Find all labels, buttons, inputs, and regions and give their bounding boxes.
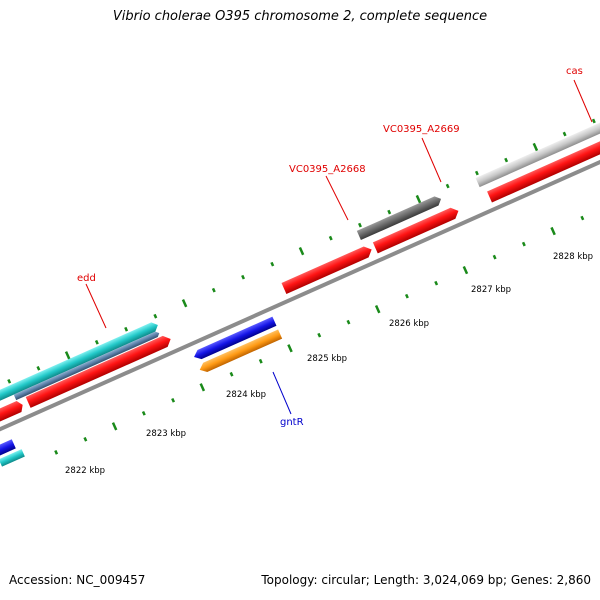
gene-feature[interactable] bbox=[0, 399, 25, 425]
tick-mark bbox=[591, 118, 596, 124]
tick-mark bbox=[199, 383, 206, 392]
gene-feature[interactable] bbox=[192, 316, 277, 362]
tick-mark bbox=[434, 280, 439, 286]
tick-mark bbox=[328, 235, 333, 241]
tick-mark bbox=[404, 293, 409, 299]
tick-mark bbox=[153, 313, 158, 319]
forward-strand-features bbox=[0, 136, 600, 425]
kbp-label: 2823 kbp bbox=[146, 429, 186, 439]
reverse-strand-features bbox=[0, 316, 283, 467]
tick-mark bbox=[111, 422, 118, 431]
tick-mark bbox=[211, 287, 216, 293]
outer-tick-row bbox=[7, 118, 596, 384]
tick-mark bbox=[346, 319, 351, 325]
sequence-summary: Topology: circular; Length: 3,024,069 bp… bbox=[261, 573, 591, 587]
gene-cas-feature[interactable] bbox=[487, 136, 600, 203]
label-leader-line bbox=[573, 79, 593, 123]
kbp-label: 2827 kbp bbox=[471, 285, 511, 295]
gene-edd-cyan-feature[interactable] bbox=[0, 320, 160, 407]
label-leader-line bbox=[325, 175, 349, 221]
gene-cas-gray-feature[interactable] bbox=[475, 121, 600, 188]
tick-mark bbox=[474, 170, 479, 176]
kbp-label: 2826 kbp bbox=[389, 319, 429, 329]
gene-label-vc0395-a2668[interactable]: VC0395_A2668 bbox=[289, 164, 366, 175]
gene-label-cas[interactable]: cas bbox=[566, 66, 583, 77]
backbone bbox=[0, 123, 600, 470]
label-leader-line bbox=[272, 371, 292, 415]
tick-mark bbox=[141, 410, 146, 416]
kbp-label: 2824 kbp bbox=[226, 390, 266, 400]
steel-feature[interactable] bbox=[13, 330, 161, 401]
tick-mark bbox=[124, 326, 129, 332]
gene-gntr-feature[interactable] bbox=[198, 329, 283, 374]
tick-mark bbox=[287, 344, 293, 353]
kbp-label: 2825 kbp bbox=[307, 354, 347, 364]
tick-mark bbox=[317, 332, 322, 338]
kbp-label: 2822 kbp bbox=[65, 466, 105, 476]
label-leader-line bbox=[421, 137, 442, 183]
tick-mark bbox=[64, 351, 71, 360]
tick-mark bbox=[54, 450, 59, 455]
tick-mark bbox=[504, 157, 509, 163]
inner-tick-row bbox=[54, 215, 585, 455]
gene-edd-feature[interactable] bbox=[25, 333, 173, 408]
gene-vc0395-a2668-feature[interactable] bbox=[281, 244, 375, 295]
tick-mark bbox=[7, 378, 12, 384]
tick-mark bbox=[83, 437, 88, 442]
tick-mark bbox=[181, 299, 188, 308]
tick-mark bbox=[521, 241, 526, 247]
tick-mark bbox=[298, 246, 305, 256]
tick-mark bbox=[171, 397, 176, 403]
tick-mark bbox=[550, 226, 556, 236]
tick-mark bbox=[445, 183, 450, 189]
tick-mark bbox=[36, 365, 41, 371]
tick-mark bbox=[580, 215, 585, 221]
tick-mark bbox=[387, 209, 392, 215]
tick-mark bbox=[532, 142, 539, 152]
tick-mark bbox=[358, 222, 362, 228]
gene-vc0395-a2669-feature[interactable] bbox=[356, 194, 443, 241]
map-title: Vibrio cholerae O395 chromosome 2, compl… bbox=[112, 9, 488, 24]
gene-feature[interactable] bbox=[0, 449, 25, 467]
kbp-labels: 2822 kbp 2823 kbp 2824 kbp 2825 kbp 2826… bbox=[65, 252, 593, 476]
tick-mark bbox=[415, 194, 422, 204]
gene-label-edd[interactable]: edd bbox=[77, 273, 96, 284]
kbp-label: 2828 kbp bbox=[553, 252, 593, 262]
top-strand-features bbox=[0, 121, 600, 407]
tick-mark bbox=[562, 131, 567, 137]
gene-labels: edd VC0395_A2668 VC0395_A2669 cas gntR bbox=[77, 66, 593, 428]
tick-mark bbox=[229, 371, 234, 377]
gene-feature[interactable] bbox=[0, 439, 16, 457]
gene-vc0395-a2669-red-feature[interactable] bbox=[372, 205, 461, 254]
tick-mark bbox=[241, 274, 246, 280]
tick-mark bbox=[374, 305, 381, 314]
tick-mark bbox=[270, 261, 275, 267]
tick-mark bbox=[462, 265, 469, 275]
gene-label-gntr[interactable]: gntR bbox=[280, 417, 304, 428]
tick-mark bbox=[94, 339, 99, 345]
accession-label: Accession: NC_009457 bbox=[9, 573, 146, 587]
label-leader-line bbox=[85, 283, 107, 329]
tick-mark bbox=[492, 254, 497, 260]
tick-mark bbox=[258, 358, 263, 364]
gene-label-vc0395-a2669[interactable]: VC0395_A2669 bbox=[383, 124, 460, 135]
